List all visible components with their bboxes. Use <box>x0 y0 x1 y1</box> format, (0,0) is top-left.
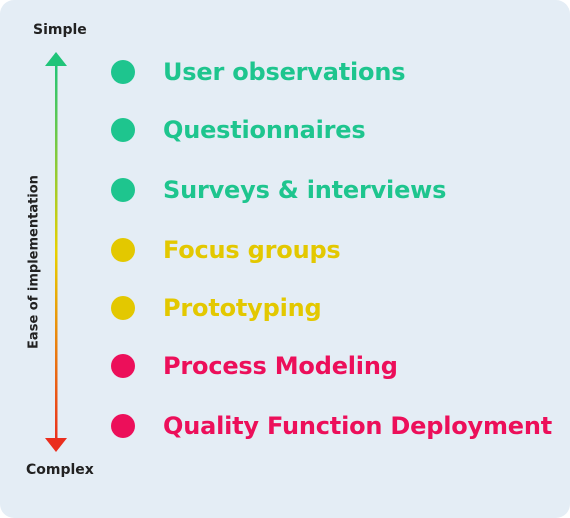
status-dot <box>111 118 135 142</box>
item-label: Process Modeling <box>163 352 398 380</box>
status-dot <box>111 60 135 84</box>
list-item: Surveys & interviews <box>111 176 446 204</box>
item-label: Surveys & interviews <box>163 176 447 204</box>
item-label: Questionnaires <box>163 116 366 144</box>
status-dot <box>111 238 135 262</box>
ease-axis-arrow <box>45 52 67 452</box>
item-label: User observations <box>163 58 406 86</box>
axis-top-label: Simple <box>33 22 87 38</box>
item-label: Quality Function Deployment <box>163 412 553 440</box>
list-item: Process Modeling <box>111 352 398 380</box>
status-dot <box>111 414 135 438</box>
list-item: Prototyping <box>111 294 322 322</box>
list-item: Focus groups <box>111 236 341 264</box>
status-dot <box>111 178 135 202</box>
item-label: Focus groups <box>163 236 341 264</box>
item-label: Prototyping <box>163 294 322 322</box>
list-item: Quality Function Deployment <box>111 412 552 440</box>
axis-bottom-label: Complex <box>26 462 94 478</box>
status-dot <box>111 354 135 378</box>
list-item: Questionnaires <box>111 116 366 144</box>
status-dot <box>111 296 135 320</box>
list-item: User observations <box>111 58 406 86</box>
axis-title-text: Ease of implementation <box>26 175 42 349</box>
